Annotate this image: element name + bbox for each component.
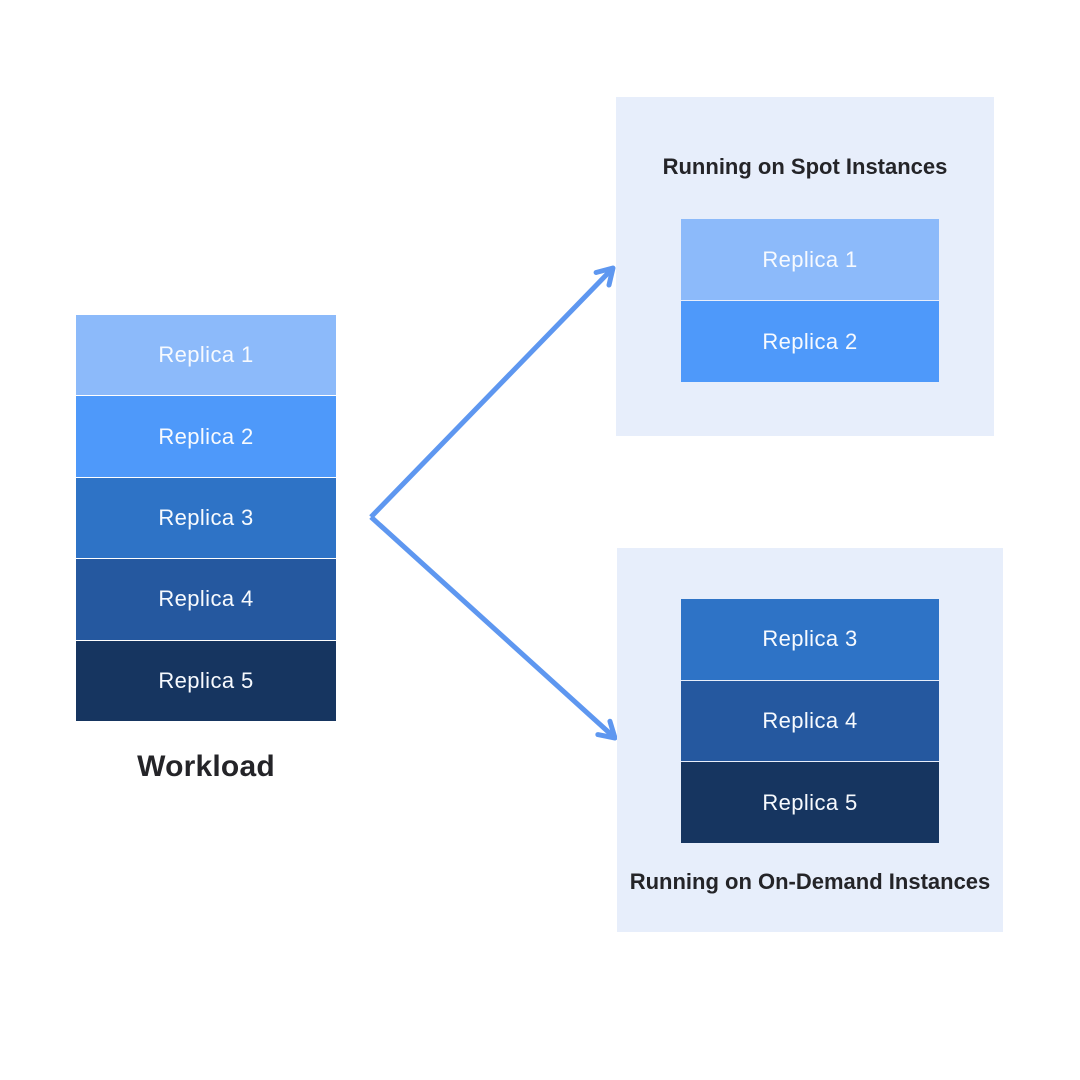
workload-stack: Replica 1 Replica 2 Replica 3 Replica 4 … <box>76 315 336 722</box>
arrow-to-spot-icon <box>369 265 616 519</box>
spot-replica-2: Replica 2 <box>681 301 939 382</box>
workload-replica-3: Replica 3 <box>76 477 336 559</box>
ondemand-replica-3: Replica 3 <box>681 599 939 680</box>
arrow-to-ondemand-icon <box>369 515 618 741</box>
workload-replica-5: Replica 5 <box>76 640 336 722</box>
ondemand-replica-4: Replica 4 <box>681 680 939 762</box>
workload-title: Workload <box>137 750 275 783</box>
ondemand-replica-5: Replica 5 <box>681 762 939 844</box>
workload-replica-1: Replica 1 <box>76 315 336 396</box>
workload-replica-4: Replica 4 <box>76 559 336 640</box>
spot-replica-stack: Replica 1 Replica 2 <box>681 219 939 382</box>
spot-replica-1: Replica 1 <box>681 219 939 300</box>
ondemand-replica-stack: Replica 3 Replica 4 Replica 5 <box>681 599 939 844</box>
workload-replica-2: Replica 2 <box>76 396 336 477</box>
spot-panel-title: Running on Spot Instances <box>662 154 948 179</box>
ondemand-panel-title: Running on On-Demand Instances <box>629 869 991 894</box>
